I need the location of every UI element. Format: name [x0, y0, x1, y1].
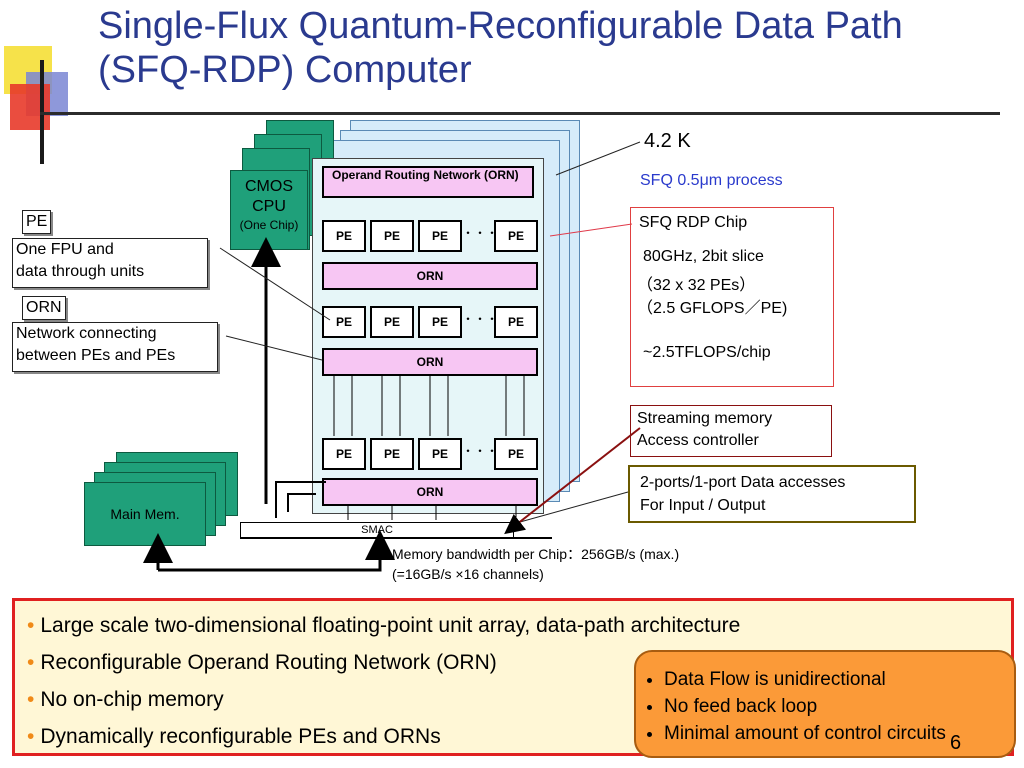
pe-cell: PE: [370, 306, 414, 338]
chip-spec-1: 80GHz, 2bit slice: [643, 248, 764, 265]
vertical-wiring: [333, 376, 525, 436]
callout-item: No feed back loop: [664, 693, 1014, 720]
pe-cell: PE: [418, 438, 462, 470]
bullet-item: •Large scale two-dimensional floating-po…: [27, 607, 1011, 644]
pe-cell: PE: [494, 220, 538, 252]
pe-desc-line1: One FPU and: [16, 241, 114, 258]
pe-cell: PE: [322, 306, 366, 338]
orn-bar: ORN: [322, 262, 538, 290]
bullet-dot-icon: •: [27, 725, 35, 748]
temperature-label: 4.2 K: [644, 130, 691, 152]
pe-cell: PE: [370, 438, 414, 470]
chip-spec-2: （32 x 32 PEs）: [637, 277, 756, 294]
ports-box: 2-ports/1-port Data accesses For Input /…: [628, 465, 916, 523]
pe-tag: PE: [22, 210, 52, 234]
bullet-item: •Dynamically reconfigurable PEs and ORNs: [27, 718, 1011, 755]
cmos-label: CMOS: [245, 178, 293, 195]
bullet-text: Large scale two-dimensional floating-poi…: [40, 614, 741, 637]
bandwidth-line1: Memory bandwidth per Chip：256GB/s (max.): [392, 546, 680, 562]
streaming-arrow: [504, 427, 641, 535]
page-number: 6: [950, 732, 962, 754]
arrow-layer: [143, 141, 641, 572]
pe-ellipsis: ・・・: [462, 226, 499, 240]
callout-item: Minimal amount of control circuits: [664, 720, 1014, 747]
chip-spec-4: ~2.5TFLOPS/chip: [643, 344, 771, 361]
cpu-label: CPU: [252, 198, 286, 215]
pe-description: One FPU and data through units: [12, 238, 208, 288]
ports-line1: 2-ports/1-port Data accesses: [640, 474, 846, 491]
bullet-dot-icon: •: [27, 688, 35, 711]
pe-desc-line2: data through units: [16, 263, 145, 280]
title-underline: [40, 112, 1000, 115]
callout-item: Data Flow is unidirectional: [664, 666, 1014, 693]
orn-bar: ORN: [322, 348, 538, 376]
bullet-item: •Reconfigurable Operand Routing Network …: [27, 644, 1011, 681]
pe-cell: PE: [418, 220, 462, 252]
pe-cell: PE: [494, 306, 538, 338]
orn-tag: ORN: [22, 296, 66, 320]
orn-description: Network connecting between PEs and PEs: [12, 322, 218, 372]
pe-cell: PE: [418, 306, 462, 338]
dataflow-callout: Data Flow is unidirectional No feed back…: [634, 650, 1016, 758]
one-chip-label: (One Chip): [239, 218, 299, 232]
orn-desc-line2: between PEs and PEs: [16, 347, 176, 364]
bullet-text: Dynamically reconfigurable PEs and ORNs: [40, 725, 441, 748]
bullet-dot-icon: •: [27, 651, 35, 674]
streaming-memory-box: Streaming memory Access controller: [630, 405, 832, 457]
bandwidth-note: Memory bandwidth per Chip：256GB/s (max.)…: [392, 544, 679, 584]
pe-cell: PE: [322, 438, 366, 470]
process-label: SFQ 0.5μm process: [640, 172, 783, 189]
smac-connectors: [240, 481, 552, 539]
ports-line2: For Input / Output: [640, 497, 766, 514]
page-title: Single-Flux Quantum-Reconfigurable Data …: [98, 5, 903, 91]
bullet-item: •No on-chip memory: [27, 681, 1011, 718]
bullet-text: No on-chip memory: [40, 688, 224, 711]
pe-cell: PE: [494, 438, 538, 470]
bullet-text: Reconfigurable Operand Routing Network (…: [40, 651, 497, 674]
stream-line2: Access controller: [637, 432, 759, 449]
stream-line1: Streaming memory: [637, 410, 773, 427]
bandwidth-line2: (=16GB/s ×16 channels): [392, 566, 544, 582]
chip-title: SFQ RDP Chip: [639, 214, 748, 231]
orn-bar: ORN: [322, 478, 538, 506]
sfq-rdp-chip-box: SFQ RDP Chip 80GHz, 2bit slice （32 x 32 …: [630, 207, 834, 387]
cmos-cpu-card: CMOS CPU (One Chip): [230, 170, 308, 250]
orn-block-title: Operand Routing Network (ORN): [322, 166, 534, 198]
pe-cell: PE: [370, 220, 414, 252]
pe-cell: PE: [322, 220, 366, 252]
mem-smac-arrow: [158, 530, 395, 572]
chip-spec-3: （2.5 GFLOPS／PE): [637, 300, 788, 317]
orn-desc-line1: Network connecting: [16, 325, 157, 342]
pe-ellipsis: ・・・: [462, 312, 499, 326]
bullet-dot-icon: •: [27, 614, 35, 637]
pe-ellipsis: ・・・: [462, 444, 499, 458]
